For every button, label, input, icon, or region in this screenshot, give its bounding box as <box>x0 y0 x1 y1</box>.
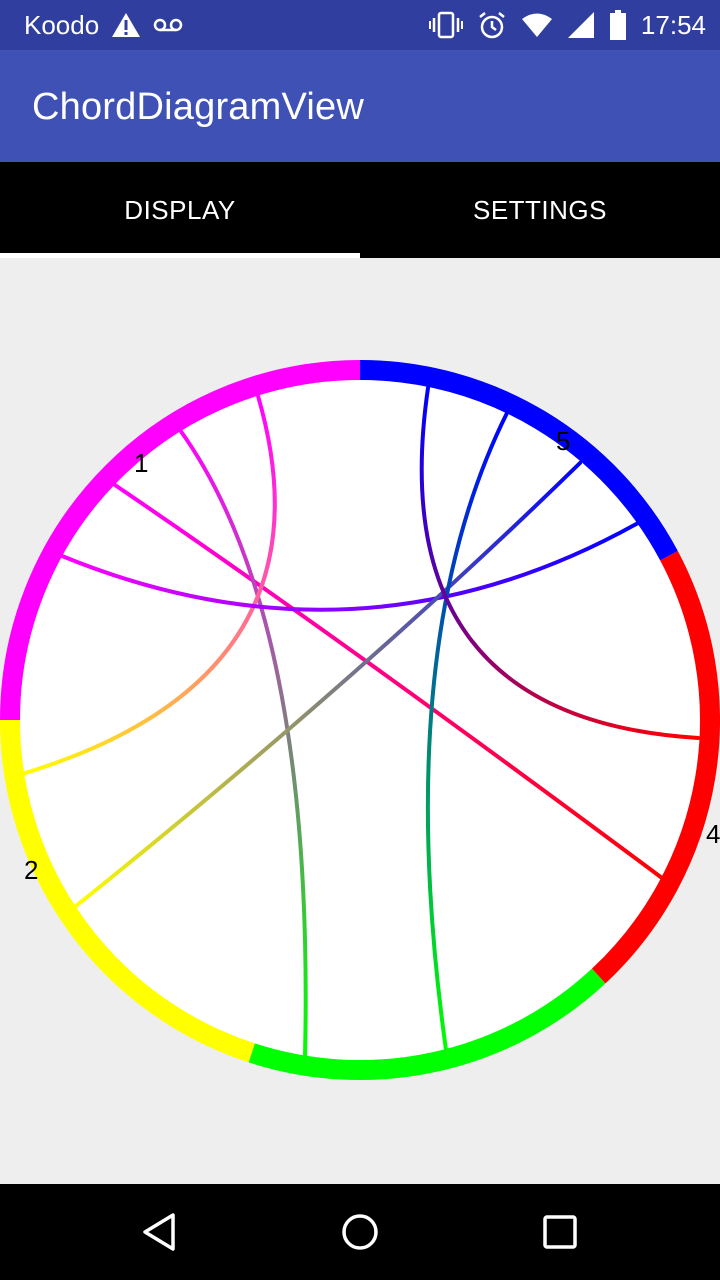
back-icon <box>143 1213 175 1251</box>
group-arc-5 <box>359 360 678 561</box>
group-label-1: 1 <box>134 448 148 478</box>
group-label-5: 5 <box>556 426 570 456</box>
group-arc-3 <box>248 968 606 1081</box>
signal-icon <box>567 12 594 38</box>
group-arc-1 <box>0 360 361 721</box>
clock-time: 17:54 <box>640 9 706 40</box>
app-title: ChordDiagramView <box>32 86 364 128</box>
chord-1-4 <box>113 483 664 880</box>
chord-1-2 <box>20 394 277 776</box>
group-label-2: 2 <box>24 855 38 885</box>
group-label-4: 4 <box>706 819 720 849</box>
back-button[interactable] <box>100 1184 220 1280</box>
chord-5-3 <box>425 411 509 1052</box>
group-arc-4 <box>591 551 720 984</box>
tab-display[interactable]: DISPLAY <box>124 194 236 225</box>
recents-icon <box>543 1215 577 1249</box>
home-icon <box>342 1214 378 1250</box>
recents-button[interactable] <box>500 1184 620 1280</box>
chord-diagram: 1 2 4 5 <box>0 360 720 1081</box>
carrier-name: Koodo <box>24 9 100 40</box>
navigation-bar <box>0 1184 720 1280</box>
chord-diagram-view: 1 2 4 5 <box>0 258 720 1184</box>
home-button[interactable] <box>300 1184 420 1280</box>
group-arc-2 <box>0 719 255 1063</box>
tab-settings[interactable]: SETTINGS <box>472 194 607 225</box>
chord-disc <box>10 370 710 1070</box>
battery-icon <box>609 10 626 40</box>
selected-tab-indicator <box>0 253 360 258</box>
chord-5-4 <box>419 386 700 740</box>
vibrate-icon <box>428 11 463 39</box>
chord-2-5 <box>74 461 582 908</box>
voicemail-icon <box>153 18 183 32</box>
warning-icon <box>112 13 141 37</box>
chord-1-5 <box>60 521 640 612</box>
chord-1-3 <box>178 428 308 1058</box>
status-bar: Koodo <box>0 0 720 50</box>
app-bar: ChordDiagramView <box>0 50 720 162</box>
alarm-icon <box>479 12 505 39</box>
tab-bar: DISPLAY SETTINGS <box>0 162 720 258</box>
wifi-icon <box>521 13 552 37</box>
